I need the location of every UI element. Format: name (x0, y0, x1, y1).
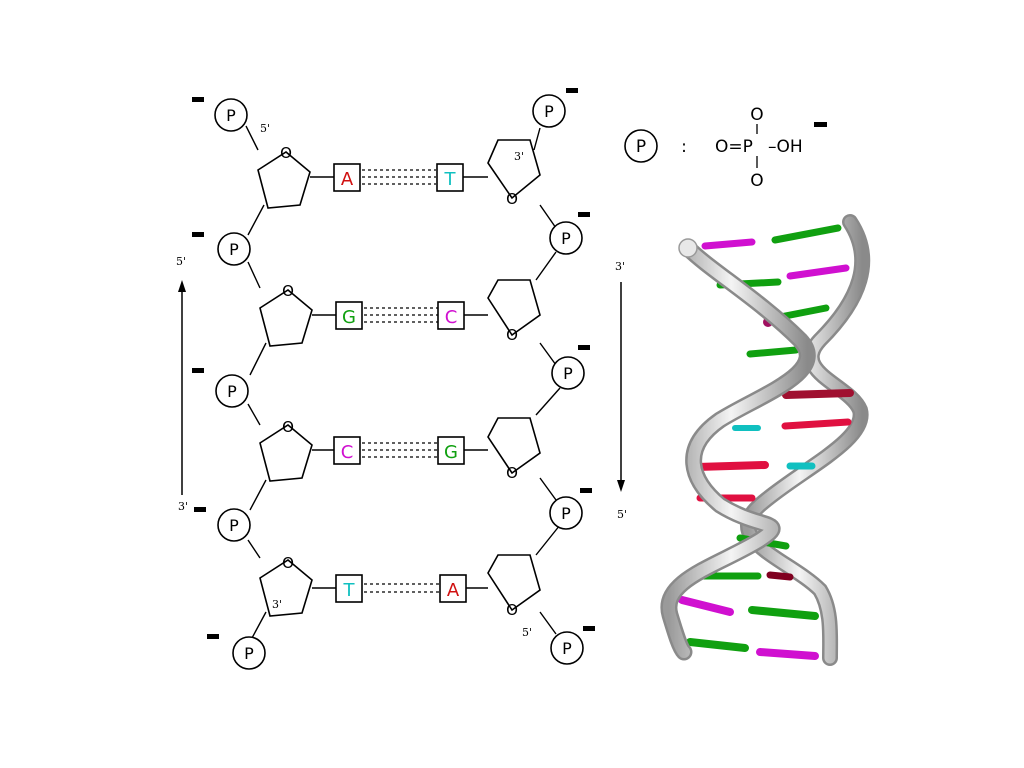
phosphate-groups: P P P P P P P P P P (192, 88, 595, 670)
svg-text:O: O (282, 554, 294, 572)
svg-text:P: P (636, 137, 646, 157)
svg-text:P: P (227, 382, 237, 401)
svg-text:5': 5' (260, 122, 270, 135)
svg-text:5': 5' (522, 626, 532, 639)
svg-text:5': 5' (176, 255, 186, 268)
sugar-ring (259, 424, 313, 482)
svg-text:3': 3' (178, 500, 188, 513)
phosphate-circle: P (550, 626, 595, 665)
svg-text:P: P (229, 240, 239, 259)
base-letter: G (342, 307, 356, 328)
svg-text:3': 3' (272, 598, 282, 611)
svg-text:P: P (561, 229, 571, 248)
sugar-ring (487, 417, 541, 475)
svg-text:P: P (226, 106, 236, 125)
oxygen-labels: O O O O O O O O (280, 144, 518, 619)
base-letter: A (341, 169, 354, 190)
sugar-ring (487, 554, 541, 612)
svg-text:P: P (561, 504, 571, 523)
base-letter: G (444, 442, 458, 463)
end-labels: 5' 3' 3' 5' (260, 122, 532, 639)
sugar-ring (259, 559, 313, 617)
svg-text:–OH: –OH (768, 137, 803, 157)
base-pair-row: C G (333, 436, 465, 465)
sugar-ring (487, 139, 541, 200)
svg-text:P: P (562, 639, 572, 658)
hydrogen-bonds (362, 169, 440, 593)
base-letter: T (444, 169, 457, 190)
svg-text:3': 3' (514, 150, 524, 163)
base-letter: C (445, 307, 458, 328)
base-letter: A (447, 580, 460, 601)
svg-text:P: P (563, 364, 573, 383)
phosphate-circle: P (532, 88, 578, 128)
svg-text:P: P (244, 644, 254, 663)
phosphate-circle: P (192, 368, 249, 408)
sugar-ring (257, 151, 311, 209)
base-pair-row: A T (333, 163, 464, 192)
phosphate-circle: P (192, 232, 251, 266)
svg-text:O: O (506, 190, 518, 208)
svg-text:P: P (544, 102, 554, 121)
phosphate-circle: P (192, 97, 248, 132)
svg-text::: : (681, 137, 687, 157)
base-letter: T (343, 580, 356, 601)
svg-text:P: P (229, 516, 239, 535)
phosphate-circle: P (194, 507, 251, 542)
svg-text:O: O (750, 171, 763, 191)
base-pair-row: T A (335, 574, 467, 603)
base-letter: C (341, 442, 354, 463)
svg-text:O: O (282, 418, 294, 436)
right-strand (462, 127, 561, 635)
svg-text:O: O (506, 464, 518, 482)
svg-text:O: O (506, 326, 518, 344)
svg-text:O: O (282, 282, 294, 300)
phosphate-circle: P (549, 212, 590, 255)
svg-text:O: O (506, 601, 518, 619)
svg-text:O: O (750, 105, 763, 125)
svg-text:3': 3' (615, 260, 625, 273)
svg-text:O: O (280, 144, 292, 162)
svg-text:5': 5' (617, 508, 627, 521)
left-direction-arrow: 5' 3' (176, 255, 188, 513)
sugar-ring (259, 289, 313, 347)
left-strand (245, 125, 336, 639)
right-direction-arrow: 3' 5' (615, 260, 627, 521)
base-pair-row: G C (335, 301, 465, 330)
svg-text:O=P: O=P (715, 137, 753, 157)
phosphate-circle: P (551, 345, 590, 390)
sugar-ring (487, 279, 541, 337)
double-helix-model (660, 214, 871, 666)
phosphate-circle: P (549, 488, 592, 530)
phosphate-circle: P (207, 634, 266, 670)
phosphate-legend: P : O O=P –OH O (624, 105, 827, 191)
